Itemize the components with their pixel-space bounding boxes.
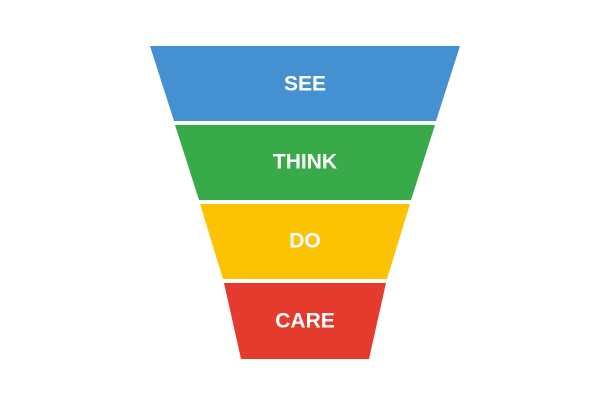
funnel-stage-think: THINK [175, 125, 435, 200]
funnel-stage-care: CARE [224, 283, 386, 359]
funnel-stage-care-label: CARE [275, 310, 335, 333]
funnel-stage-think-label: THINK [273, 151, 337, 174]
funnel-stage-see-label: SEE [284, 73, 326, 96]
funnel-stage-do-label: DO [289, 230, 321, 253]
funnel-stage-think-shape [175, 125, 435, 200]
funnel-stage-see-shape [150, 46, 460, 121]
funnel-stage-care-shape [224, 283, 386, 359]
funnel-stage-do: DO [200, 204, 410, 279]
funnel-stage-see: SEE [150, 46, 460, 121]
funnel-stage-do-shape [200, 204, 410, 279]
